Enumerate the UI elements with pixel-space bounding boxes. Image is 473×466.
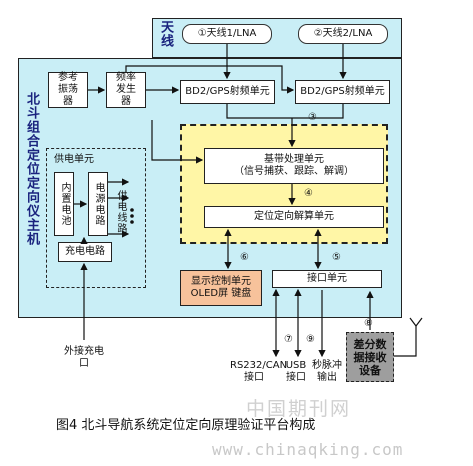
clock-to-baseband-arrow bbox=[151, 120, 204, 164]
watermark-cn: 中国期刊网 bbox=[246, 398, 352, 420]
interface-label: 接口单元 bbox=[307, 273, 347, 284]
display-control-subtitle: OLED屏 键盘 bbox=[190, 288, 252, 299]
marker-5: ⑤ bbox=[332, 252, 341, 263]
rf-unit-2-label: BD2/GPS射频单元 bbox=[300, 86, 385, 97]
power-unit-region bbox=[46, 148, 146, 288]
diff-receiver-block: 差分数据接收设备 bbox=[346, 332, 394, 382]
power-unit-title: 供电单元 bbox=[54, 154, 94, 165]
usb-label: USB接口 bbox=[285, 360, 307, 383]
interface-block: 接口单元 bbox=[272, 270, 382, 288]
marker-3: ③ bbox=[308, 112, 317, 123]
baseband-block: 基带处理单元 （信号捕获、跟踪、解调） bbox=[204, 148, 384, 184]
antenna-2-label: ②天线2/LNA bbox=[298, 24, 388, 44]
rf-unit-2-block: BD2/GPS射频单元 bbox=[295, 80, 390, 104]
freq-generator-block: 频率发生器 bbox=[106, 72, 146, 108]
antenna-1-label: ①天线1/LNA bbox=[182, 24, 272, 44]
pps-label: 秒脉冲输出 bbox=[312, 360, 342, 383]
rf-unit-1-label: BD2/GPS射频单元 bbox=[185, 86, 270, 97]
watermark-url: www.chinaqking.com bbox=[212, 440, 404, 459]
freq-generator-label: 频率发生器 bbox=[116, 72, 136, 107]
display-control-title: 显示控制单元 bbox=[191, 276, 251, 287]
power-circuit-label: 电源电路 bbox=[93, 182, 104, 226]
baseband-title: 基带处理单元 bbox=[264, 154, 324, 165]
rs232-label: RS232/CAN接口 bbox=[230, 360, 288, 383]
ref-oscillator-label: 参考振荡器 bbox=[58, 72, 78, 107]
rf-unit-1-block: BD2/GPS射频单元 bbox=[180, 80, 275, 104]
marker-9: ⑨ bbox=[306, 334, 315, 345]
marker-8: ⑧ bbox=[364, 318, 373, 329]
marker-7: ⑦ bbox=[284, 334, 293, 345]
main-unit-title: 北斗组合定位定向仪主机 bbox=[24, 92, 39, 246]
supply-dot-2 bbox=[130, 214, 134, 218]
supply-lines-label: 供电线路 bbox=[115, 190, 126, 234]
internal-battery-block: 内置电池 bbox=[54, 172, 74, 236]
diff-antenna-line bbox=[394, 326, 417, 357]
external-charge-label: 外接充电口 bbox=[64, 346, 104, 369]
solver-block: 定位定向解算单元 bbox=[204, 206, 384, 228]
charge-circuit-label: 充电电路 bbox=[65, 246, 105, 257]
rf1-merge-line bbox=[226, 104, 288, 119]
solver-label: 定位定向解算单元 bbox=[254, 211, 334, 222]
antenna-title: 天线 bbox=[158, 20, 173, 48]
diff-antenna-icon bbox=[409, 317, 423, 327]
figure-caption: 图4 北斗导航系统定位定向原理验证平台构成 bbox=[56, 418, 316, 433]
diff-receiver-label: 差分数据接收设备 bbox=[353, 337, 387, 377]
supply-dot-3 bbox=[130, 220, 134, 224]
internal-battery-label: 内置电池 bbox=[59, 182, 70, 226]
marker-4: ④ bbox=[304, 188, 313, 199]
ref-oscillator-block: 参考振荡器 bbox=[48, 72, 88, 108]
rf2-merge-line bbox=[288, 104, 344, 119]
baseband-subtitle: （信号捕获、跟踪、解调） bbox=[234, 166, 354, 177]
display-control-block: 显示控制单元 OLED屏 键盘 bbox=[180, 270, 262, 306]
freq-to-rf2-arrow bbox=[125, 65, 295, 94]
power-circuit-block: 电源电路 bbox=[88, 172, 108, 236]
marker-6: ⑥ bbox=[240, 252, 249, 263]
supply-dot-1 bbox=[130, 208, 134, 212]
